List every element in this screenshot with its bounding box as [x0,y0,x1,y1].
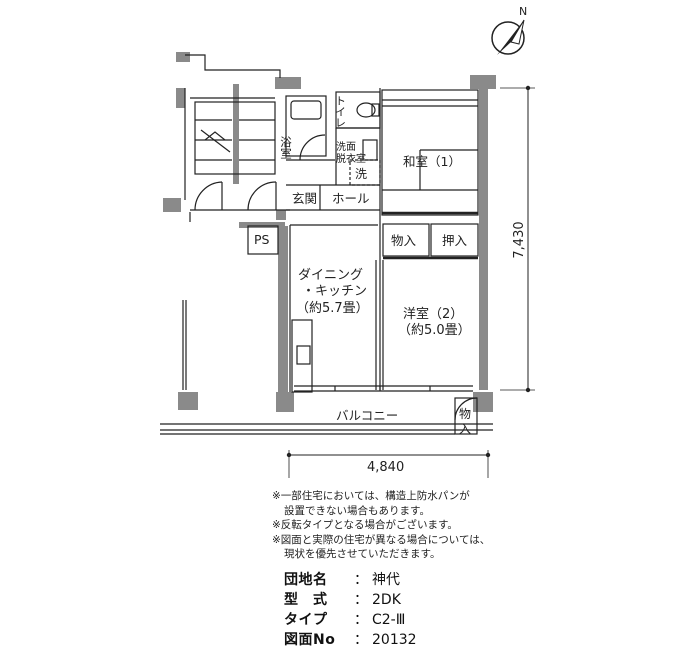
washitsu-label: 和室（1） [403,154,461,169]
spec-row: 団地名 ： 神代 [284,570,417,590]
room-labels: 浴室 トイレ 洗面 脱衣室 洗 和室（1） 玄関 ホール PS 物入 押入 ダイ… [254,95,471,436]
spec-value: C2-Ⅲ [372,612,406,628]
compass-label: N [519,5,527,18]
spec-key: タイプ [284,612,328,628]
ps-label: PS [254,232,270,247]
yoshitsu-label-line2: （約5.0畳） [398,323,471,338]
spec-value: 20132 [372,632,417,648]
dimension-depth: 7,430 [500,85,535,393]
note-line: 設置できない場合もあります。 [284,504,430,517]
width-dimension-label: 4,840 [367,460,404,475]
washroom-label: 洗面 [336,141,356,153]
dining-label-line2: ・キッチン [302,284,367,299]
toilet-label: トイレ [334,95,347,128]
dining-label-line3: （約5.7畳） [296,301,369,316]
spec-row: 図面No ： 20132 [284,630,417,650]
balcony-label: バルコニー [336,408,398,423]
plan-lines [160,54,493,435]
spec-row: タイプ ： C2-Ⅲ [284,610,417,630]
hall-label: ホール [332,191,370,206]
spec-value: 2DK [372,592,401,608]
spec-key: 団地名 [284,572,328,588]
walls [163,52,496,412]
dining-label-line1: ダイニング [298,268,363,283]
note-line: ※図面と実際の住宅が異なる場合については、 [272,533,491,546]
depth-dimension-label: 7,430 [512,221,527,258]
balcony-closet-label-top: 物 [459,407,471,421]
spec-separator: ： [354,572,368,588]
dressing-room-label: 脱衣室 [336,152,366,165]
spec-key: 図面No [284,632,336,648]
yoshitsu-label-line1: 洋室（2） [403,306,463,322]
spec-key: 型 式 [284,592,328,608]
bath-label: 浴室 [279,136,293,159]
spec-separator: ： [354,632,368,648]
north-arrow-icon: N [491,5,527,55]
spec-separator: ： [354,592,368,608]
balcony-closet-label-bottom: 入 [459,422,471,436]
entrance-label: 玄関 [292,191,317,206]
spec-row: 型 式 ： 2DK [284,590,417,610]
spec-separator: ： [354,612,368,628]
dimension-width: 4,840 [286,450,491,478]
note-line: 現状を優先させていただきます。 [284,548,441,560]
oshiire-label: 押入 [442,233,468,248]
property-specs: 団地名 ： 神代 型 式 ： 2DK タイプ ： C2-Ⅲ 図面No ： 201… [284,570,417,650]
closet-label: 物入 [391,233,417,248]
note-line: ※反転タイプとなる場合がございます。 [272,519,458,531]
spec-value: 神代 [372,572,400,588]
washer-label: 洗 [355,167,367,181]
note-line: ※一部住宅においては、構造上防水パンが [272,490,470,502]
notes: ※一部住宅においては、構造上防水パンが 設置できない場合もあります。 ※反転タイ… [272,489,692,562]
